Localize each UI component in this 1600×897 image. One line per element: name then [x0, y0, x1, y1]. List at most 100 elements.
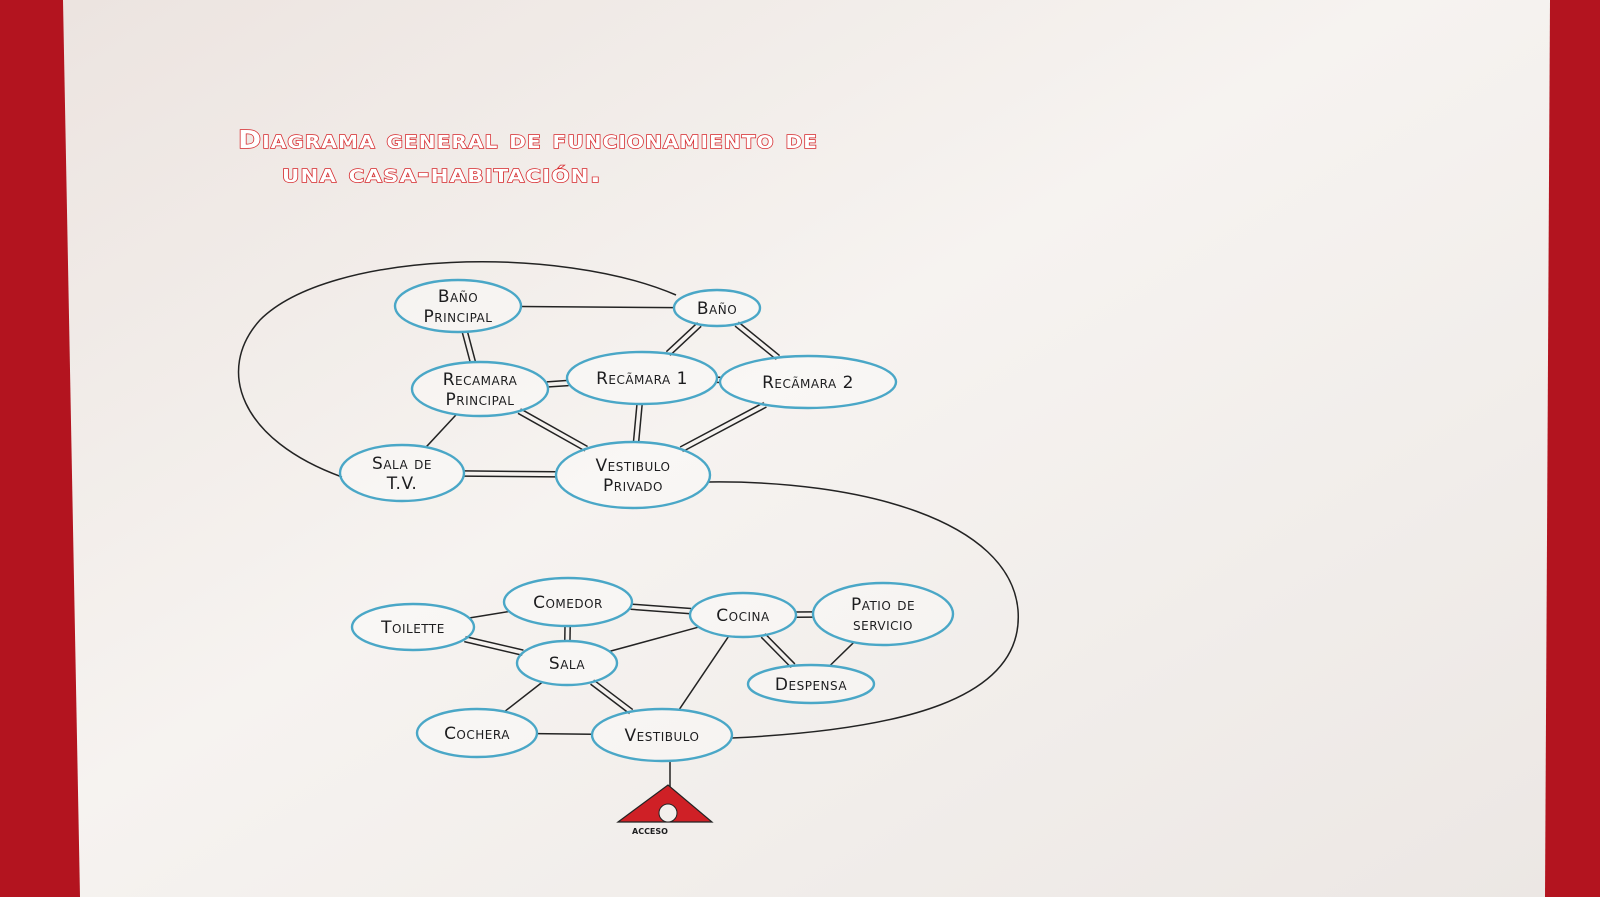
edge-comedor-to-cocina [630, 603, 692, 615]
room-label: Principal [446, 390, 515, 410]
room-label: servicio [853, 615, 913, 635]
edge-stroke [464, 640, 523, 656]
edge-stroke [734, 325, 777, 361]
edge-stroke [630, 603, 692, 610]
edge-stroke [593, 679, 634, 711]
access-marker: acceso [616, 761, 714, 837]
room-label: Recãmara 1 [596, 369, 688, 389]
edge-bano-principal-to-bano [520, 305, 675, 309]
room-node-sala-de-tv: Sala deT.V. [338, 443, 466, 503]
room-label: Recamara [443, 370, 518, 390]
room-label: Toilette [380, 618, 445, 638]
edge-stroke [679, 401, 765, 448]
edge-stroke [678, 635, 730, 711]
edge-sala-to-cochera [503, 681, 543, 713]
room-node-bano: Baño [672, 288, 762, 328]
edge-stroke [665, 321, 699, 353]
edge-cocina-to-sala [609, 626, 699, 653]
edge-stroke [829, 641, 855, 667]
room-label: Cocina [716, 606, 770, 626]
edge-recamara-principal-to-vestibulo-privado [517, 408, 588, 452]
edge-stroke [517, 412, 586, 452]
edge-comedor-to-sala [564, 625, 571, 642]
edge-patio-de-servicio-to-despensa [829, 641, 855, 667]
edge-stroke [547, 384, 569, 388]
room-label: Cochera [444, 724, 510, 744]
edge-stroke [463, 475, 556, 478]
room-oval [502, 576, 634, 628]
room-label: Sala [549, 654, 585, 674]
room-oval [415, 707, 539, 759]
room-label: Privado [603, 476, 663, 496]
room-label: Despensa [775, 675, 847, 695]
title-line-1: Diagrama general de funcionamiento de [238, 125, 818, 154]
room-oval [338, 443, 466, 503]
room-oval [688, 591, 798, 639]
connector-lines [425, 305, 855, 735]
room-node-cocina: Cocina [688, 591, 798, 639]
room-node-cochera: Cochera [415, 707, 539, 759]
edge-stroke [520, 408, 588, 448]
edge-stroke [682, 406, 767, 453]
room-oval [565, 350, 719, 406]
edge-stroke [465, 635, 524, 651]
room-oval [515, 639, 619, 687]
room-node-comedor: Comedor [502, 576, 634, 628]
edge-bano-to-recamara-1 [665, 321, 702, 357]
room-label: Baño [438, 287, 478, 307]
edge-stroke [520, 305, 675, 309]
edge-stroke [630, 608, 691, 615]
edge-stroke [632, 403, 638, 442]
edge-recamara-1-to-vestibulo-privado [632, 403, 643, 443]
access-arch-icon [658, 803, 678, 823]
room-label: Principal [424, 307, 493, 327]
long-connector-curves [237, 261, 1019, 739]
paper-sheet [63, 0, 1550, 897]
edge-stroke [461, 332, 472, 364]
curve-vestibulo-privado-to-vestibulo [707, 481, 1019, 739]
edge-cocina-to-patio-de-servicio [795, 611, 814, 618]
room-node-despensa: Despensa [746, 663, 876, 705]
edge-bano-to-recamara-2 [734, 321, 781, 361]
room-oval [811, 581, 955, 647]
room-label: T.V. [386, 474, 418, 494]
edge-cocina-to-despensa [760, 633, 796, 669]
room-label: Recãmara 2 [762, 373, 854, 393]
room-oval [590, 707, 734, 763]
edge-recamara-principal-to-sala-de-tv [425, 413, 458, 448]
edge-recamara-principal-to-recamara-1 [546, 379, 569, 388]
room-oval [410, 360, 550, 418]
edge-stroke [536, 732, 593, 735]
edge-stroke [425, 413, 458, 448]
edge-stroke [590, 683, 631, 715]
edge-sala-de-tv-to-vestibulo-privado [463, 470, 557, 478]
curve-bano-to-sala-de-tv-loop [237, 261, 677, 478]
title-line-2: una casa-habitación. [282, 159, 602, 188]
edge-recamara-2-to-vestibulo-privado [679, 401, 767, 453]
edge-stroke [737, 321, 781, 357]
room-label: Comedor [533, 593, 603, 613]
room-label: Baño [697, 299, 737, 319]
room-label: Vestibulo [596, 456, 671, 476]
edge-toilette-to-sala [464, 635, 524, 656]
room-oval [746, 663, 876, 705]
room-label: Sala de [372, 454, 432, 474]
edge-stroke [464, 470, 557, 473]
diagram-title: Diagrama general de funcionamiento de un… [237, 124, 818, 188]
room-label: Patio de [851, 595, 915, 615]
edge-stroke [637, 404, 643, 443]
room-node-recamara-1: Recãmara 1 [565, 350, 719, 406]
edge-cocina-to-vestibulo [678, 635, 730, 711]
edge-stroke [764, 633, 796, 665]
edge-cochera-to-vestibulo [536, 732, 593, 735]
edge-stroke [466, 330, 477, 362]
room-oval [718, 354, 898, 410]
room-node-vestibulo: Vestibulo [590, 707, 734, 763]
edge-stroke [546, 379, 569, 383]
edge-stroke [669, 325, 702, 357]
